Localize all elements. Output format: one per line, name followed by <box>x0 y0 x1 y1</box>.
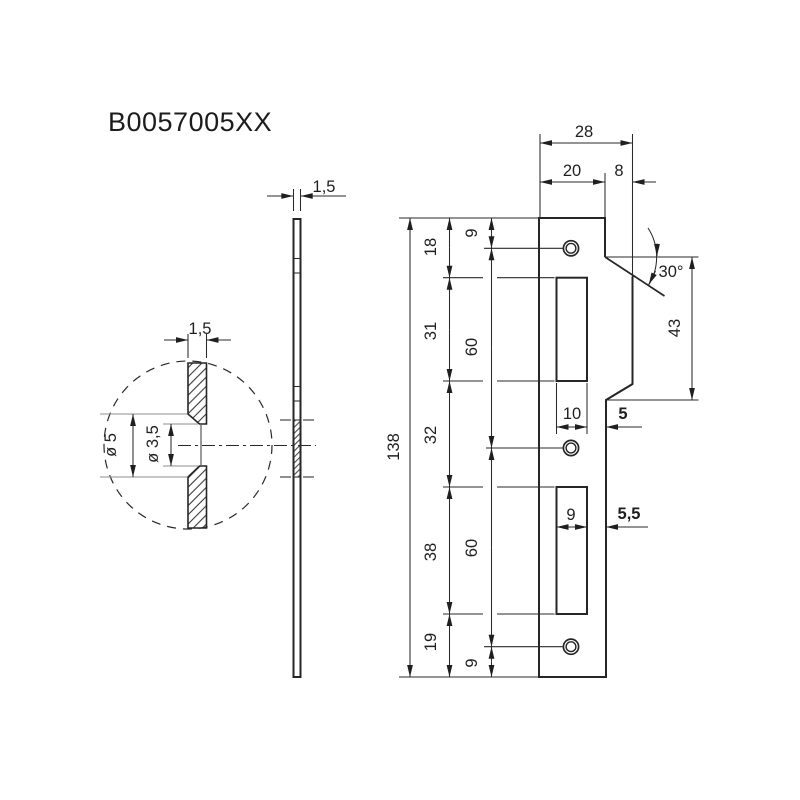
screw-hole-middle <box>562 439 580 457</box>
screw-hole-bottom <box>562 638 580 656</box>
lower-slot-margin-label: 5,5 <box>618 505 641 523</box>
drawing-title: B0057005XX <box>108 107 272 137</box>
lip-angle-label: 30° <box>659 263 684 281</box>
lip-dims: 43 30° <box>647 227 695 401</box>
left-chain-label-31: 31 <box>422 322 440 340</box>
hole-dia-dim: ø 3,5 <box>144 423 174 467</box>
left-chain-label-19: 19 <box>422 633 440 651</box>
upper-slot-margin-label: 5 <box>618 405 627 423</box>
lower-slot-width-label: 9 <box>566 506 575 524</box>
hole-chain-label-9top: 9 <box>463 228 481 237</box>
hole-chain-label-60b: 60 <box>463 539 481 557</box>
left-chain-label-32: 32 <box>422 426 440 444</box>
detail-thickness-label: 1,5 <box>189 320 212 338</box>
left-chain-label-18: 18 <box>422 238 440 256</box>
side-thickness-label: 1,5 <box>313 178 336 196</box>
hole-dia-label: ø 3,5 <box>144 425 162 463</box>
front-plate-outline <box>538 217 634 678</box>
side-view: 1,5 <box>178 178 346 678</box>
side-thickness-dim: 1,5 <box>267 178 346 211</box>
lip-height-label: 43 <box>666 319 684 337</box>
height-dim: 138 <box>385 217 413 678</box>
lower-slot-dims: 9 5,5 <box>556 505 648 530</box>
front-extension-lines <box>399 134 699 678</box>
side-view-feature-ticks <box>293 257 301 402</box>
width-body-label: 20 <box>563 162 581 180</box>
upper-slot <box>555 276 588 383</box>
upper-slot-dims: 10 5 <box>556 405 642 430</box>
width-dims: 28 20 8 <box>539 123 656 185</box>
detail-section-lower <box>187 465 208 529</box>
side-view-plate <box>292 218 302 678</box>
upper-slot-width-label: 10 <box>563 405 581 423</box>
detail-circle <box>103 360 273 530</box>
detail-view: ø 5 ø 3,5 1,5 <box>100 320 273 530</box>
left-chain-dims: 18 31 32 38 19 <box>422 217 453 678</box>
countersink-dia-dim: ø 5 <box>102 413 136 478</box>
width-lip-label: 8 <box>614 162 623 180</box>
width-total-label: 28 <box>575 123 593 141</box>
side-view-section-hatch <box>294 420 300 477</box>
lower-slot <box>555 486 588 615</box>
front-view: 28 20 8 138 18 31 32 <box>385 123 699 678</box>
countersink-dia-label: ø 5 <box>102 433 120 457</box>
screw-hole-top <box>562 239 580 257</box>
left-chain-label-38: 38 <box>422 543 440 561</box>
detail-thickness-dim: 1,5 <box>164 320 231 358</box>
lip-edge-line <box>604 256 665 297</box>
section-break-marks <box>280 419 314 478</box>
hole-chain-label-60a: 60 <box>463 338 481 356</box>
detail-extension-lines <box>100 413 198 478</box>
hole-chain-dims: 9 60 60 9 <box>463 217 495 678</box>
height-total-label: 138 <box>385 433 403 461</box>
hole-chain-label-9bot: 9 <box>463 658 481 667</box>
detail-section-upper <box>187 362 208 425</box>
